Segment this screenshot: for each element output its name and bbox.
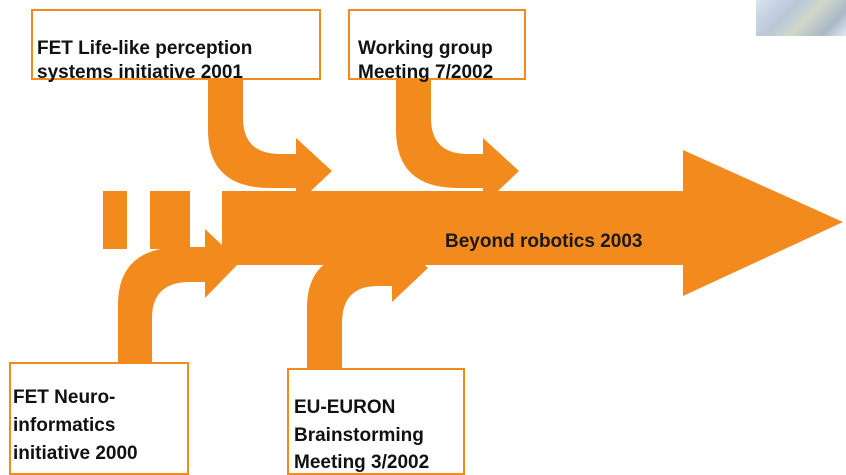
- box-eu-euron-line3: Meeting 3/2002: [294, 452, 430, 473]
- box-eu-euron: [287, 368, 465, 475]
- box-fet-life-like: [31, 9, 321, 80]
- curved-arrow-fet-neuro: [118, 229, 240, 362]
- box-fet-neuro-line2: informatics: [13, 415, 116, 436]
- box-eu-euron-line2: Brainstorming: [294, 425, 424, 446]
- box-fet-life-like-line1: FET Life-like perception: [37, 38, 253, 59]
- box-fet-neuro: [9, 362, 189, 475]
- box-fet-life-like-line2: systems initiative 2001: [37, 62, 243, 83]
- arrow-tail-segment-2: [150, 191, 190, 249]
- arrow-tail-segment-1: [103, 191, 127, 249]
- box-working-group-line1: Working group: [358, 38, 493, 59]
- box-fet-neuro-line1: FET Neuro-: [13, 387, 116, 408]
- box-working-group-line2: Meeting 7/2002: [358, 62, 494, 83]
- curved-arrow-working-group: [396, 80, 519, 205]
- box-eu-euron-line1: EU-EURON: [294, 397, 396, 418]
- curved-arrow-fet-life-like: [208, 80, 332, 205]
- main-arrow-label: Beyond robotics 2003: [445, 231, 643, 252]
- box-fet-neuro-line3: initiative 2000: [13, 443, 138, 464]
- curved-arrow-eu-euron: [307, 234, 428, 368]
- corner-image: [756, 0, 846, 36]
- box-working-group: [348, 9, 526, 80]
